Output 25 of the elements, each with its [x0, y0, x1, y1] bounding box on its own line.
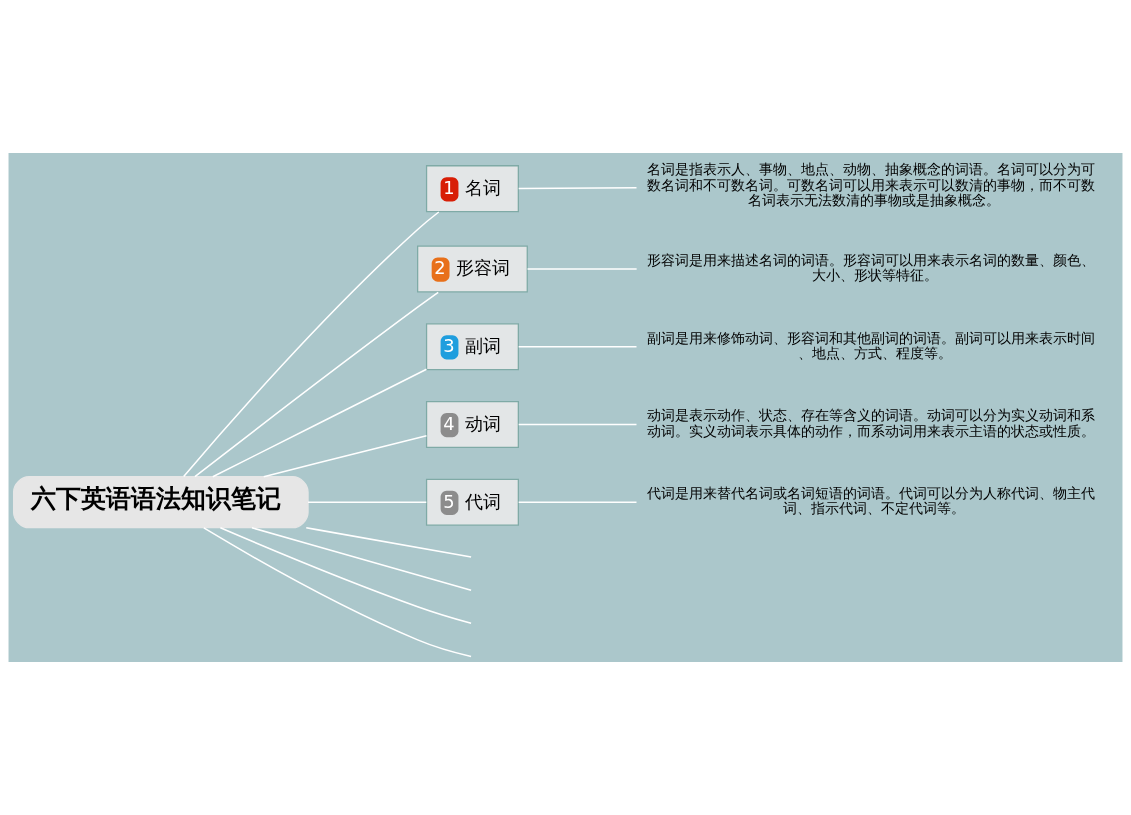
connector: [262, 434, 428, 478]
connector: [194, 291, 439, 478]
connector: [517, 345, 638, 348]
connector: [182, 211, 440, 478]
connector: [526, 268, 638, 270]
node-box: 5 代词: [425, 478, 519, 526]
connector: [203, 527, 472, 658]
node-box: 2 形容词: [417, 245, 528, 293]
node-text: 动词是表示动作、状态、存在等含义的词语。动词可以分为实义动词和系动词。实义动词表示具体的动作，而系动词用来表示主语的状态或性质。: [647, 407, 1096, 439]
node-text: 副词是用来修饰动词、形容词和其他副词的词语。副词可以用来表示时间、地点、方式、程度等。: [647, 329, 1096, 361]
node-box: 1 名词: [425, 165, 519, 213]
node-text: 名词是指表示人、事物、地点、动物、抽象概念的词语。名词可以分为可数名词和不可数名词。可数名词可以用来表示可以数清的事物，而不可数名词表示无法数清的事物或是抽象概念。: [647, 161, 1096, 208]
connector: [212, 368, 428, 478]
connector: [307, 501, 428, 503]
node-box: 六下英语语法知识笔记: [13, 476, 309, 529]
connector: [305, 527, 472, 558]
node-text: 代词是用来替代名词或名词短语的词语。代词可以分为人称代词、物主代词、指示代词、不定代词等。: [647, 485, 1096, 517]
node-text: 形容词是用来描述名词的词语。形容词可以用来表示名词的数量、颜色、大小、形状等特征。: [647, 251, 1096, 284]
connector: [517, 186, 638, 190]
connector: [219, 527, 472, 625]
node-box: 3 副词: [425, 323, 519, 371]
connector: [517, 501, 638, 503]
node-box: 4 动词: [425, 400, 519, 449]
connector: [517, 423, 638, 426]
connector: [251, 527, 472, 591]
